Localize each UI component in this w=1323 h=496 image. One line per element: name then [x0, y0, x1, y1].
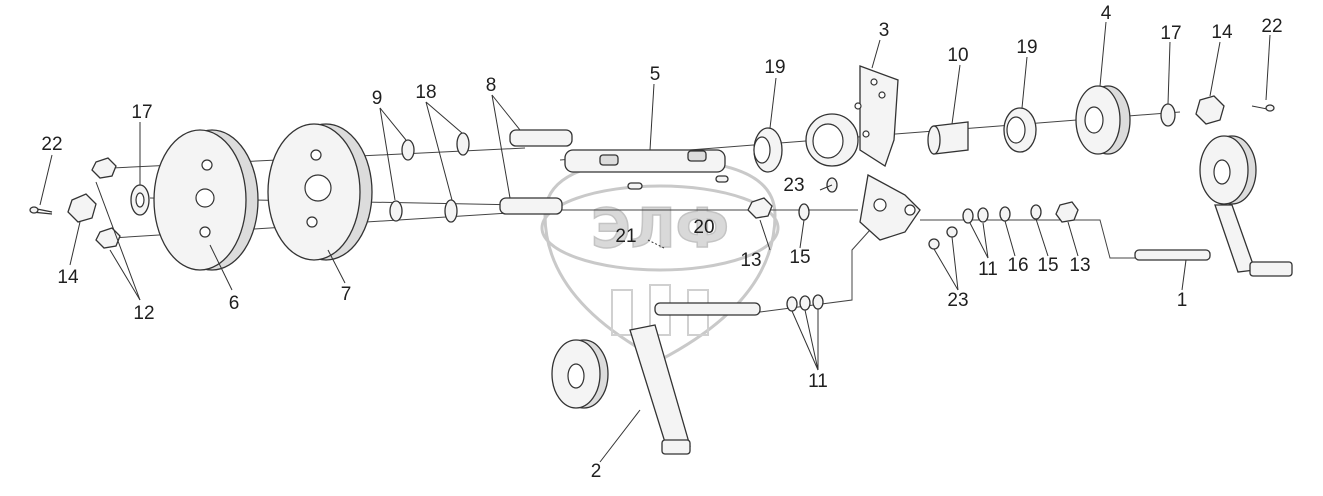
tensioner-arm-part-1: [1134, 135, 1293, 277]
left-fasteners: [29, 157, 150, 249]
bearing-part-19-right: [1003, 107, 1037, 153]
callout-labels: 22 17 14 12 6 7 9 18 8 5 21 20 13 19 23 …: [41, 3, 1282, 482]
bushing-part-10: [927, 121, 969, 155]
callout-15-right: 15: [1037, 255, 1058, 276]
callout-17-right: 17: [1160, 23, 1181, 44]
callout-5: 5: [650, 64, 661, 85]
shaft-part-5: [564, 149, 729, 249]
callout-17-left: 17: [131, 102, 152, 123]
callout-14-left: 14: [57, 267, 79, 288]
callout-23-top: 23: [783, 175, 804, 196]
callout-22-right: 22: [1261, 16, 1282, 37]
callout-18: 18: [415, 82, 436, 103]
bracket-part-3: [805, 65, 921, 241]
bearing-part-19-left: [753, 127, 783, 173]
right-fasteners: [1160, 95, 1275, 127]
callout-10: 10: [947, 45, 968, 66]
callout-14-right: 14: [1211, 22, 1233, 43]
callout-19-right: 19: [1016, 37, 1037, 58]
callout-7: 7: [341, 284, 352, 305]
tensioner-arm-part-2: [551, 294, 824, 455]
callout-9: 9: [372, 88, 383, 109]
callout-13-mid: 13: [740, 250, 761, 271]
small-fasteners-mid: [747, 177, 1079, 250]
pulley-part-6: [153, 129, 259, 271]
callout-8: 8: [486, 75, 497, 96]
callout-23-bottom: 23: [947, 290, 968, 311]
callout-2: 2: [591, 461, 602, 482]
callout-19-left: 19: [764, 57, 785, 78]
pins-part-8: [499, 129, 573, 215]
washers-9-rings-18: [389, 132, 470, 223]
watermark-text: ЭЛФ: [591, 197, 729, 260]
pulley-part-4: [1075, 85, 1131, 155]
callout-1: 1: [1177, 290, 1188, 311]
callout-11-mid: 11: [978, 259, 998, 280]
callout-22-left: 22: [41, 134, 62, 155]
callout-16: 16: [1007, 255, 1028, 276]
callout-4: 4: [1101, 3, 1112, 24]
pulley-part-7: [267, 123, 373, 261]
callout-3: 3: [879, 20, 890, 41]
callout-15-mid: 15: [789, 247, 810, 268]
leader-lines: [39, 21, 1271, 463]
callout-11-bottom: 11: [808, 371, 828, 392]
callout-6: 6: [229, 293, 240, 314]
callout-13-right: 13: [1069, 255, 1090, 276]
callout-20: 20: [693, 217, 714, 238]
callout-12: 12: [133, 303, 154, 324]
callout-21: 21: [615, 226, 636, 247]
